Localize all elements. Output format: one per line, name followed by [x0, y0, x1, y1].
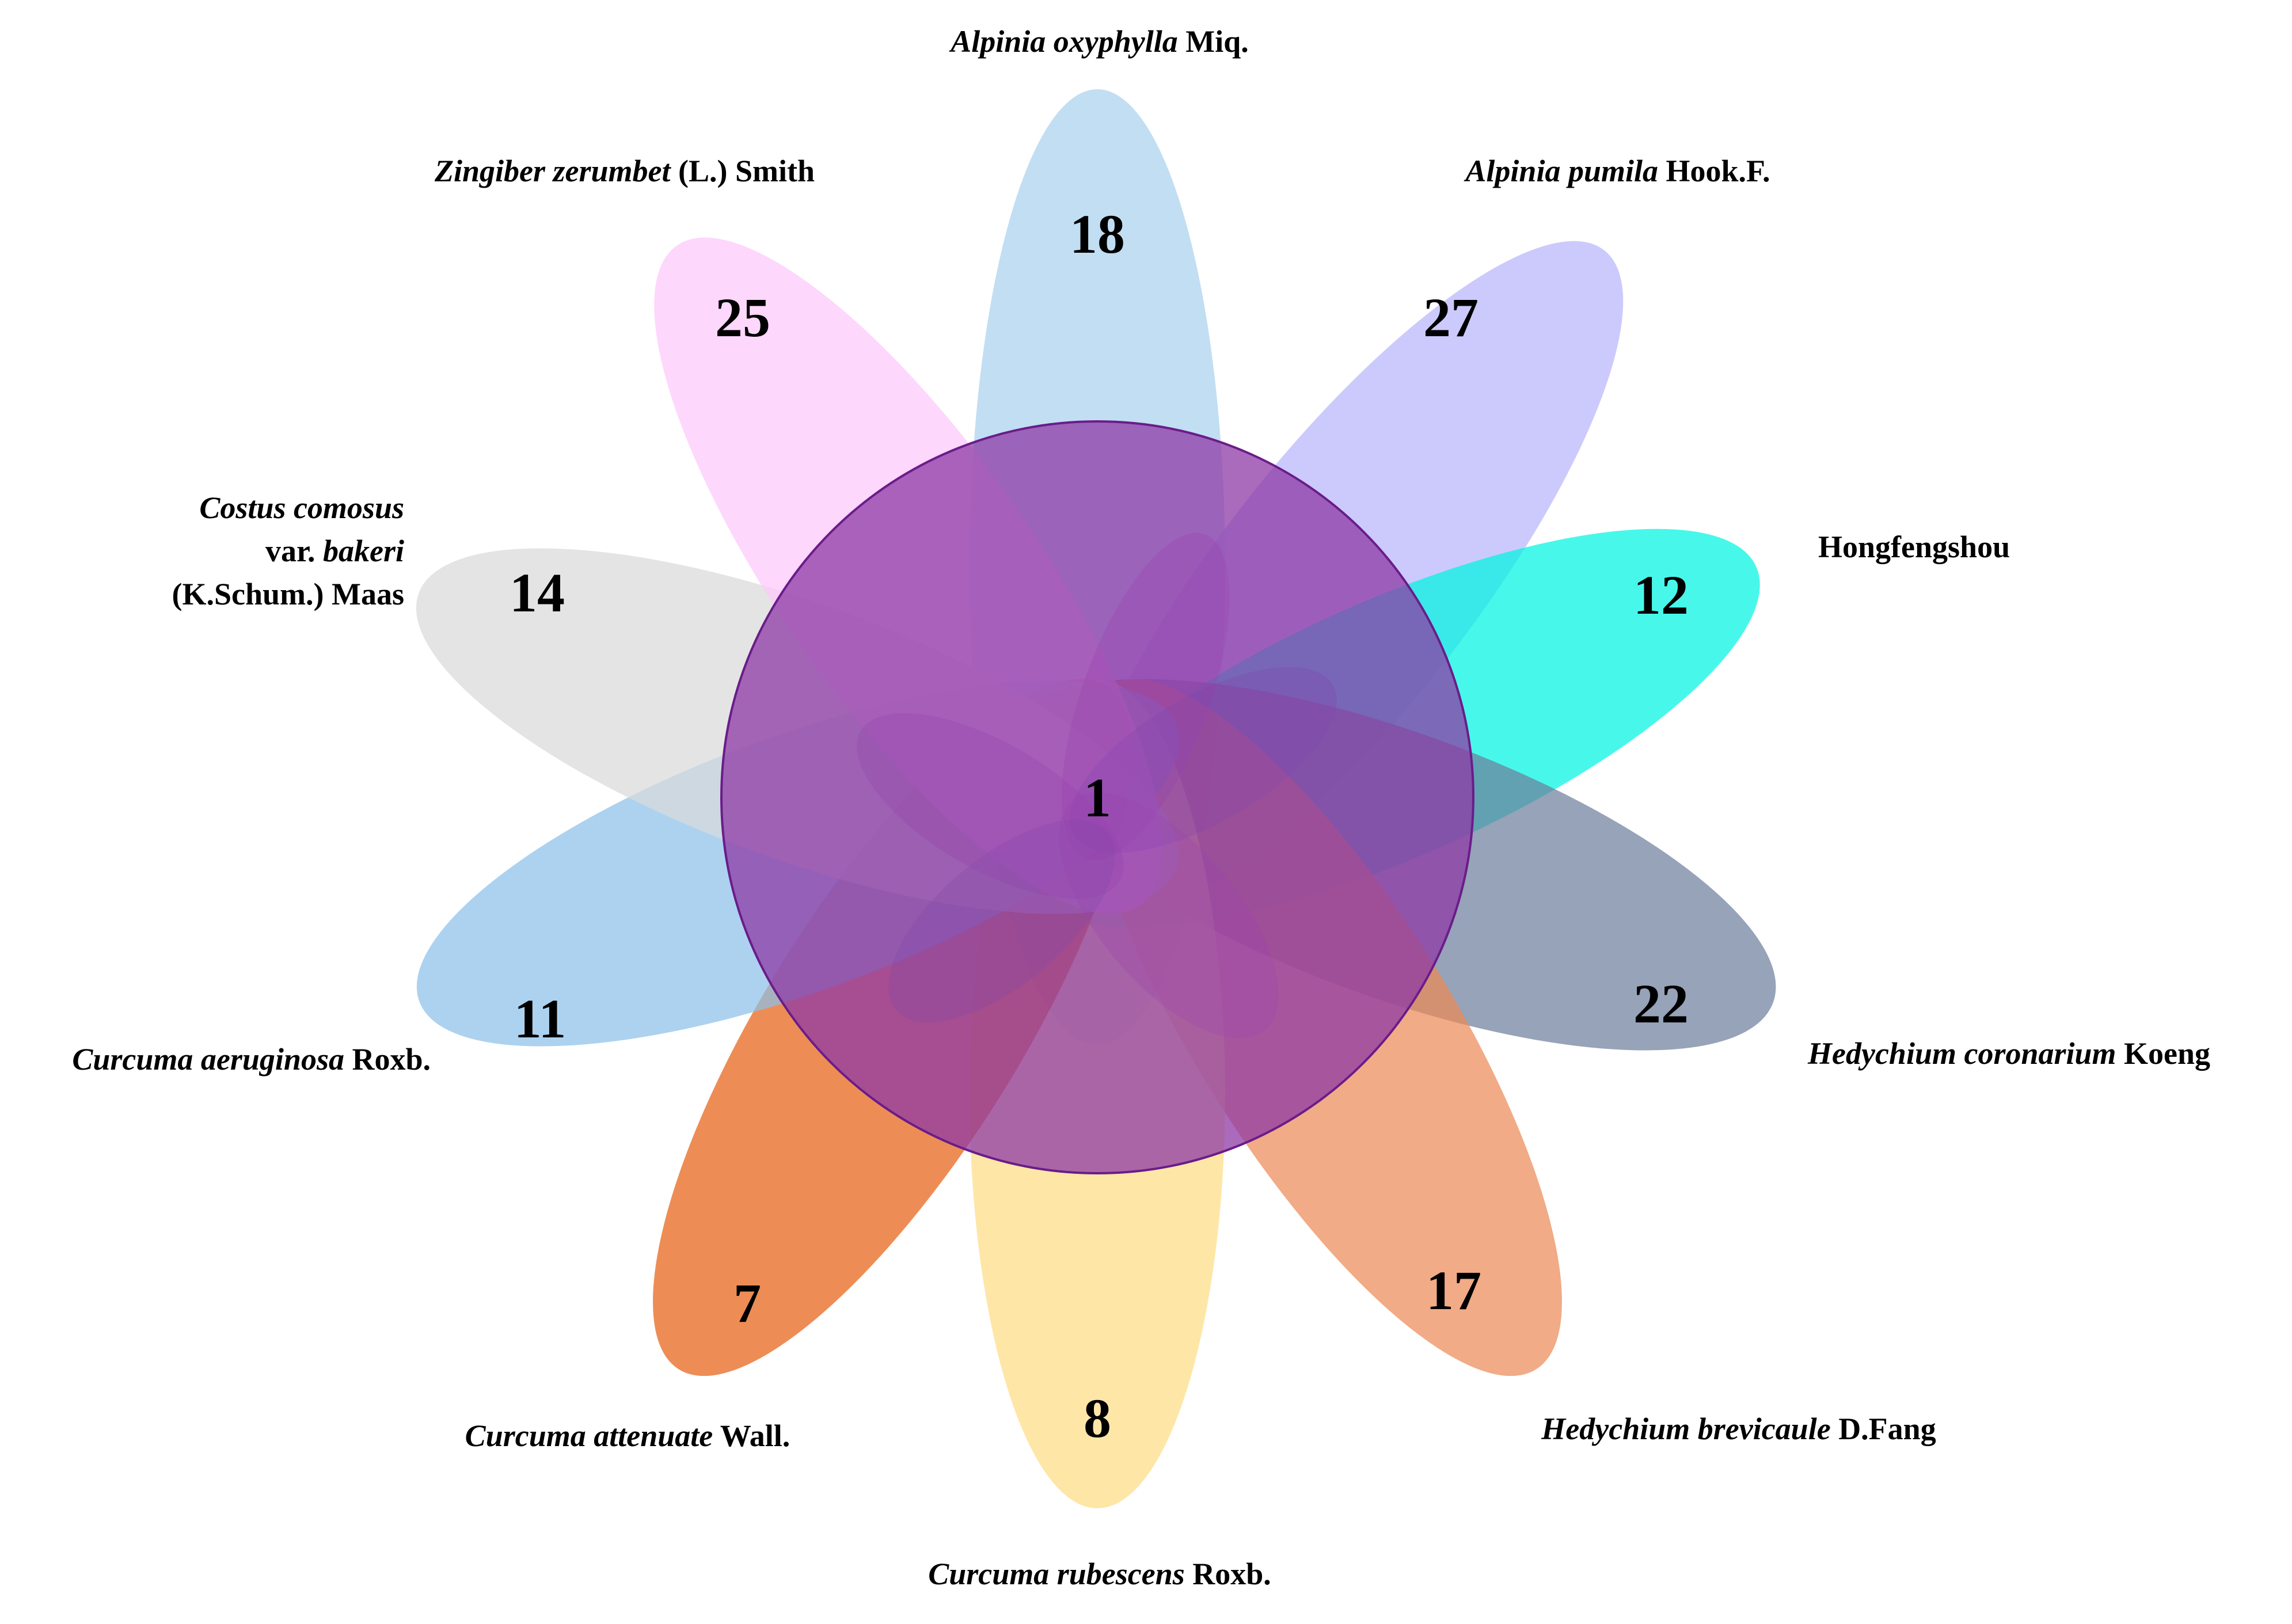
petal-count-costus-comosus: 14 [510, 562, 565, 623]
species-label-costus-comosus-line-1: Costus comosus [199, 490, 404, 525]
species-label-hongfengshou: Hongfengshou [1818, 530, 2010, 564]
petal-count-curcuma-aeruginosa: 11 [514, 988, 567, 1049]
petal-count-alpinia-oxyphylla: 18 [1070, 203, 1125, 265]
petal-count-hedychium-brevicaule: 17 [1426, 1260, 1481, 1321]
species-label-hedychium-coronarium: Hedychium coronarium Koeng [1807, 1036, 2210, 1071]
species-label-costus-comosus-line-2: var. bakeri [265, 534, 404, 568]
petal-count-hongfengshou: 12 [1633, 564, 1689, 626]
species-label-curcuma-aeruginosa: Curcuma aeruginosa Roxb. [72, 1042, 431, 1077]
petal-count-hedychium-coronarium: 22 [1633, 973, 1689, 1035]
petal-count-curcuma-rubescens: 8 [1084, 1387, 1111, 1449]
species-label-zingiber-zerumbet: Zingiber zerumbet (L.) Smith [434, 154, 815, 188]
petal-count-zingiber-zerumbet: 25 [715, 287, 770, 348]
species-label-curcuma-attenuate: Curcuma attenuate Wall. [465, 1418, 790, 1453]
petal-count-alpinia-pumila: 27 [1423, 287, 1478, 348]
core-circle [720, 420, 1474, 1174]
petal-count-curcuma-attenuate: 7 [733, 1272, 761, 1334]
species-label-hedychium-brevicaule: Hedychium brevicaule D.Fang [1541, 1412, 1936, 1446]
species-label-alpinia-pumila: Alpinia pumila Hook.F. [1464, 154, 1770, 188]
species-label-costus-comosus-line-3: (K.Schum.) Maas [172, 577, 405, 611]
species-label-alpinia-oxyphylla: Alpinia oxyphylla Miq. [949, 24, 1249, 59]
center-count: 1 [1084, 767, 1111, 828]
species-label-curcuma-rubescens: Curcuma rubescens Roxb. [928, 1557, 1271, 1591]
